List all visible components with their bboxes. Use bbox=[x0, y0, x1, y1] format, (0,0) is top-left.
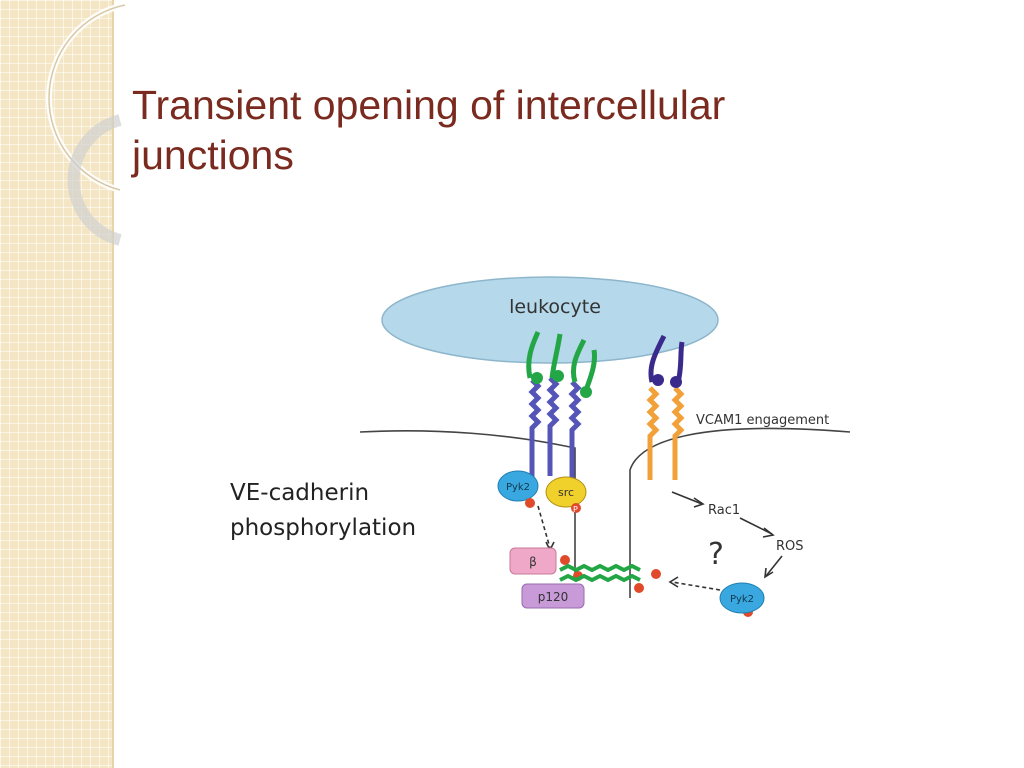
pyk2-bottom-node bbox=[719, 582, 765, 614]
pyk2-top-label: Pyk2 bbox=[506, 482, 530, 493]
cadherin-tails bbox=[559, 563, 641, 583]
decorative-arcs bbox=[46, 2, 126, 246]
slide-title: Transient opening of intercellular junct… bbox=[132, 82, 726, 178]
phosphorylation-label: phosphorylation bbox=[230, 515, 416, 541]
endothelial-membrane-left bbox=[359, 430, 576, 575]
p120-box bbox=[521, 583, 585, 609]
solid-arrows bbox=[671, 491, 783, 579]
ve-cadherin-label: VE-cadherin bbox=[230, 480, 369, 506]
src-node bbox=[545, 476, 587, 508]
beta-catenin-label: β bbox=[529, 555, 537, 569]
pyk2-top-node bbox=[497, 470, 539, 502]
ros-label: ROS bbox=[776, 539, 804, 554]
leukocyte-label: leukocyte bbox=[509, 296, 601, 318]
vcam1-receptor bbox=[646, 334, 685, 480]
src-label: src bbox=[558, 486, 574, 499]
beta-catenin-box bbox=[509, 547, 557, 575]
rac1-label: Rac1 bbox=[708, 503, 740, 518]
p120-label: p120 bbox=[538, 590, 569, 604]
endothelial-membrane-right bbox=[629, 427, 851, 598]
question-mark: ? bbox=[708, 537, 724, 572]
phospho-label-src: P bbox=[573, 505, 578, 514]
ve-cadherin-receptors bbox=[526, 330, 597, 480]
vcam1-label: VCAM1 engagement bbox=[696, 413, 829, 428]
pyk2-bottom-label: Pyk2 bbox=[730, 594, 754, 605]
junction-diagram: leukocyte VCAM1 engagement VE-cadherin p… bbox=[230, 276, 851, 617]
leukocyte-cell bbox=[381, 276, 719, 364]
